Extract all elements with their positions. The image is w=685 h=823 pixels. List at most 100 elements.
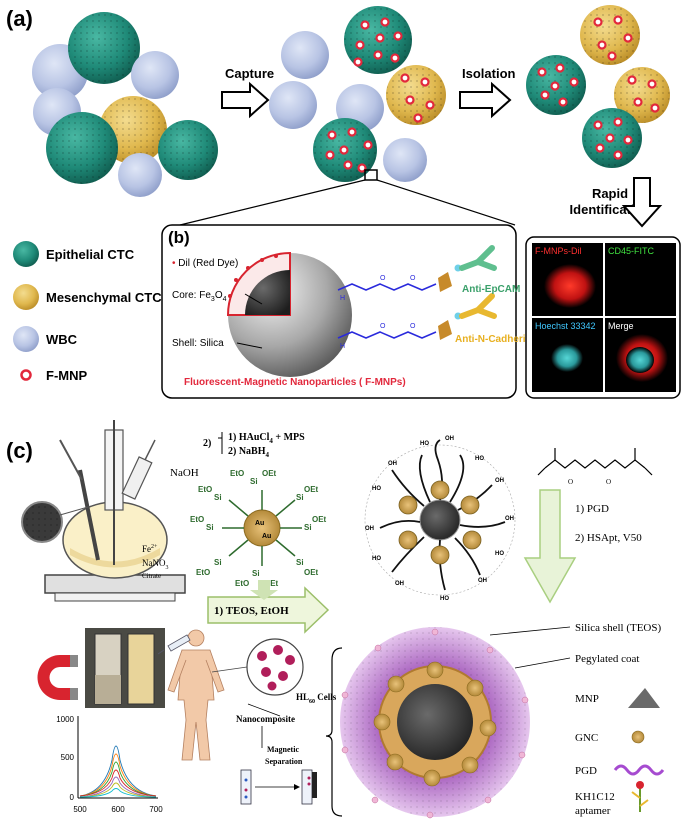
svg-text:OEt: OEt: [262, 469, 277, 478]
svg-text:Si: Si: [296, 493, 304, 502]
svg-text:HO: HO: [475, 456, 484, 462]
legend-kh1-label: KH1C12: [575, 791, 615, 803]
svg-text:Au: Au: [262, 533, 271, 540]
svg-text:OH: OH: [445, 436, 454, 442]
svg-text:HO: HO: [440, 596, 449, 602]
isolation-arrow: Isolation: [459, 66, 516, 119]
nanocomposite-label: Nanocomposite: [236, 714, 295, 724]
svg-text:OH: OH: [365, 526, 374, 532]
cell-cluster-captured: [269, 6, 446, 182]
legend-pgd-label: PGD: [575, 765, 597, 777]
aptamer-icon: [631, 781, 649, 812]
svg-text:Si: Si: [252, 569, 260, 578]
svg-text:Si: Si: [304, 523, 312, 532]
pgd-icon: [613, 764, 665, 776]
legend-gnc-label: GNC: [575, 732, 598, 744]
fmnp-dots-right: [537, 15, 660, 160]
fe3o4-core: [245, 270, 290, 315]
svg-text:O: O: [606, 478, 611, 486]
reaction-setup: NaOH Fe2+ NaNO3 Citrate: [21, 420, 199, 602]
svg-text:OEt: OEt: [264, 579, 279, 588]
legend-epithelial-label: Epithelial CTC: [46, 247, 135, 262]
legend-mesenchymal-swatch: [13, 284, 39, 310]
hsapt-step-label: 2) HSApt, V50: [575, 532, 642, 544]
anti-ncadherin-label: Anti-N-Cadherin: [455, 334, 532, 345]
svg-text:OH: OH: [388, 461, 397, 467]
legend-peg-label: Pegylated coat: [575, 653, 639, 665]
panel-c-label: (c): [6, 438, 33, 463]
wbc-cell: [118, 153, 162, 197]
svg-text:EtO: EtO: [196, 568, 210, 577]
micro-label-cd45: CD45-FITC: [608, 246, 655, 256]
svg-text:O: O: [380, 275, 386, 282]
svg-text:Si: Si: [214, 558, 222, 567]
svg-text:HO: HO: [495, 551, 504, 557]
core-label: Core: Fe3O4: [172, 290, 227, 303]
svg-text:O: O: [410, 275, 416, 282]
svg-text:HO: HO: [372, 486, 381, 492]
micro-label-hoechst: Hoechst 33342: [535, 321, 596, 331]
step2-reagents: 2) 1) HAuCl4 + MPS 2) NaBH4: [203, 432, 305, 459]
tube-after: [301, 769, 313, 805]
svg-text:OH: OH: [395, 581, 404, 587]
fe-label: Fe2+: [142, 544, 158, 554]
svg-text:EtO: EtO: [235, 579, 249, 588]
svg-text:0: 0: [70, 793, 75, 802]
citrate-label: Citrate: [142, 572, 161, 580]
pgd-structure: [537, 448, 653, 476]
peg-linker-bottom: [337, 331, 437, 339]
svg-text:OEt: OEt: [312, 515, 327, 524]
legend-wbc-label: WBC: [46, 332, 78, 347]
svg-text:• Dil (Red Dye): • Dil (Red Dye): [172, 258, 238, 269]
svg-text:HO: HO: [420, 441, 429, 447]
emission-spectrum: 1000 500 0 500 600 700: [56, 715, 163, 814]
peg-linker-top: [337, 283, 437, 291]
svg-text:Si: Si: [206, 523, 214, 532]
svg-text:EtO: EtO: [190, 515, 204, 524]
svg-text:2): 2): [203, 438, 211, 449]
legend-a: Epithelial CTC Mesenchymal CTC WBC F-MNP: [13, 241, 162, 383]
horseshoe-magnet: [37, 655, 78, 700]
svg-text:EtO: EtO: [230, 469, 244, 478]
microscopy-panel: F-MNPs-Dil CD45-FITC Hoechst 33342 Merge: [525, 236, 681, 399]
wbc-cell: [269, 81, 317, 129]
isolation-label: Isolation: [462, 66, 516, 81]
wbc-cell: [281, 31, 329, 79]
green-down-arrow: [523, 489, 577, 604]
svg-text:Au: Au: [255, 520, 264, 527]
tube-before: [240, 769, 252, 805]
shell-label: Shell: Silica: [172, 338, 224, 349]
svg-text:Si: Si: [296, 558, 304, 567]
teos-label: 1) TEOS, EtOH: [214, 605, 289, 617]
svg-text:500: 500: [61, 753, 75, 762]
zoom-indicator: [179, 169, 516, 226]
svg-text:OEt: OEt: [304, 485, 319, 494]
nanocomposite-model: [340, 626, 571, 819]
capture-label: Capture: [225, 66, 274, 81]
naoh-label: NaOH: [170, 467, 199, 479]
svg-text:OH: OH: [505, 516, 514, 522]
svg-text:O: O: [568, 478, 573, 486]
haucl4-label: 1) HAuCl4 + MPS: [228, 432, 305, 445]
hl60-label: HL60 Cells: [296, 692, 337, 705]
svg-text:Si: Si: [250, 477, 258, 486]
separation-label: Separation: [265, 757, 303, 766]
rapid-identification-arrow: Rapid Identification: [570, 177, 663, 228]
human-figure: [157, 629, 225, 761]
svg-text:H: H: [340, 295, 345, 302]
anti-epcam-label: Anti-EpCAM: [462, 284, 520, 295]
micro-label-dil: F-MNPs-Dil: [535, 246, 582, 256]
nano3-label: NaNO3: [142, 558, 169, 571]
magnet-separation: [37, 628, 165, 708]
legend-fmnp-swatch: [20, 369, 32, 381]
svg-text:1000: 1000: [56, 715, 74, 724]
pgd-step-label: 1) PGD: [575, 503, 609, 515]
anti-ncadherin-antibody: [459, 293, 497, 319]
svg-text:O: O: [410, 323, 416, 330]
fmnp-caption: Fluorescent-Magnetic Nanoparticles ( F-M…: [184, 377, 406, 388]
svg-text:OEt: OEt: [304, 568, 319, 577]
capture-arrow: Capture: [221, 66, 274, 119]
svg-text:EtO: EtO: [198, 485, 212, 494]
cell-cluster-initial: [32, 12, 218, 197]
micro-label-merge: Merge: [608, 321, 634, 331]
